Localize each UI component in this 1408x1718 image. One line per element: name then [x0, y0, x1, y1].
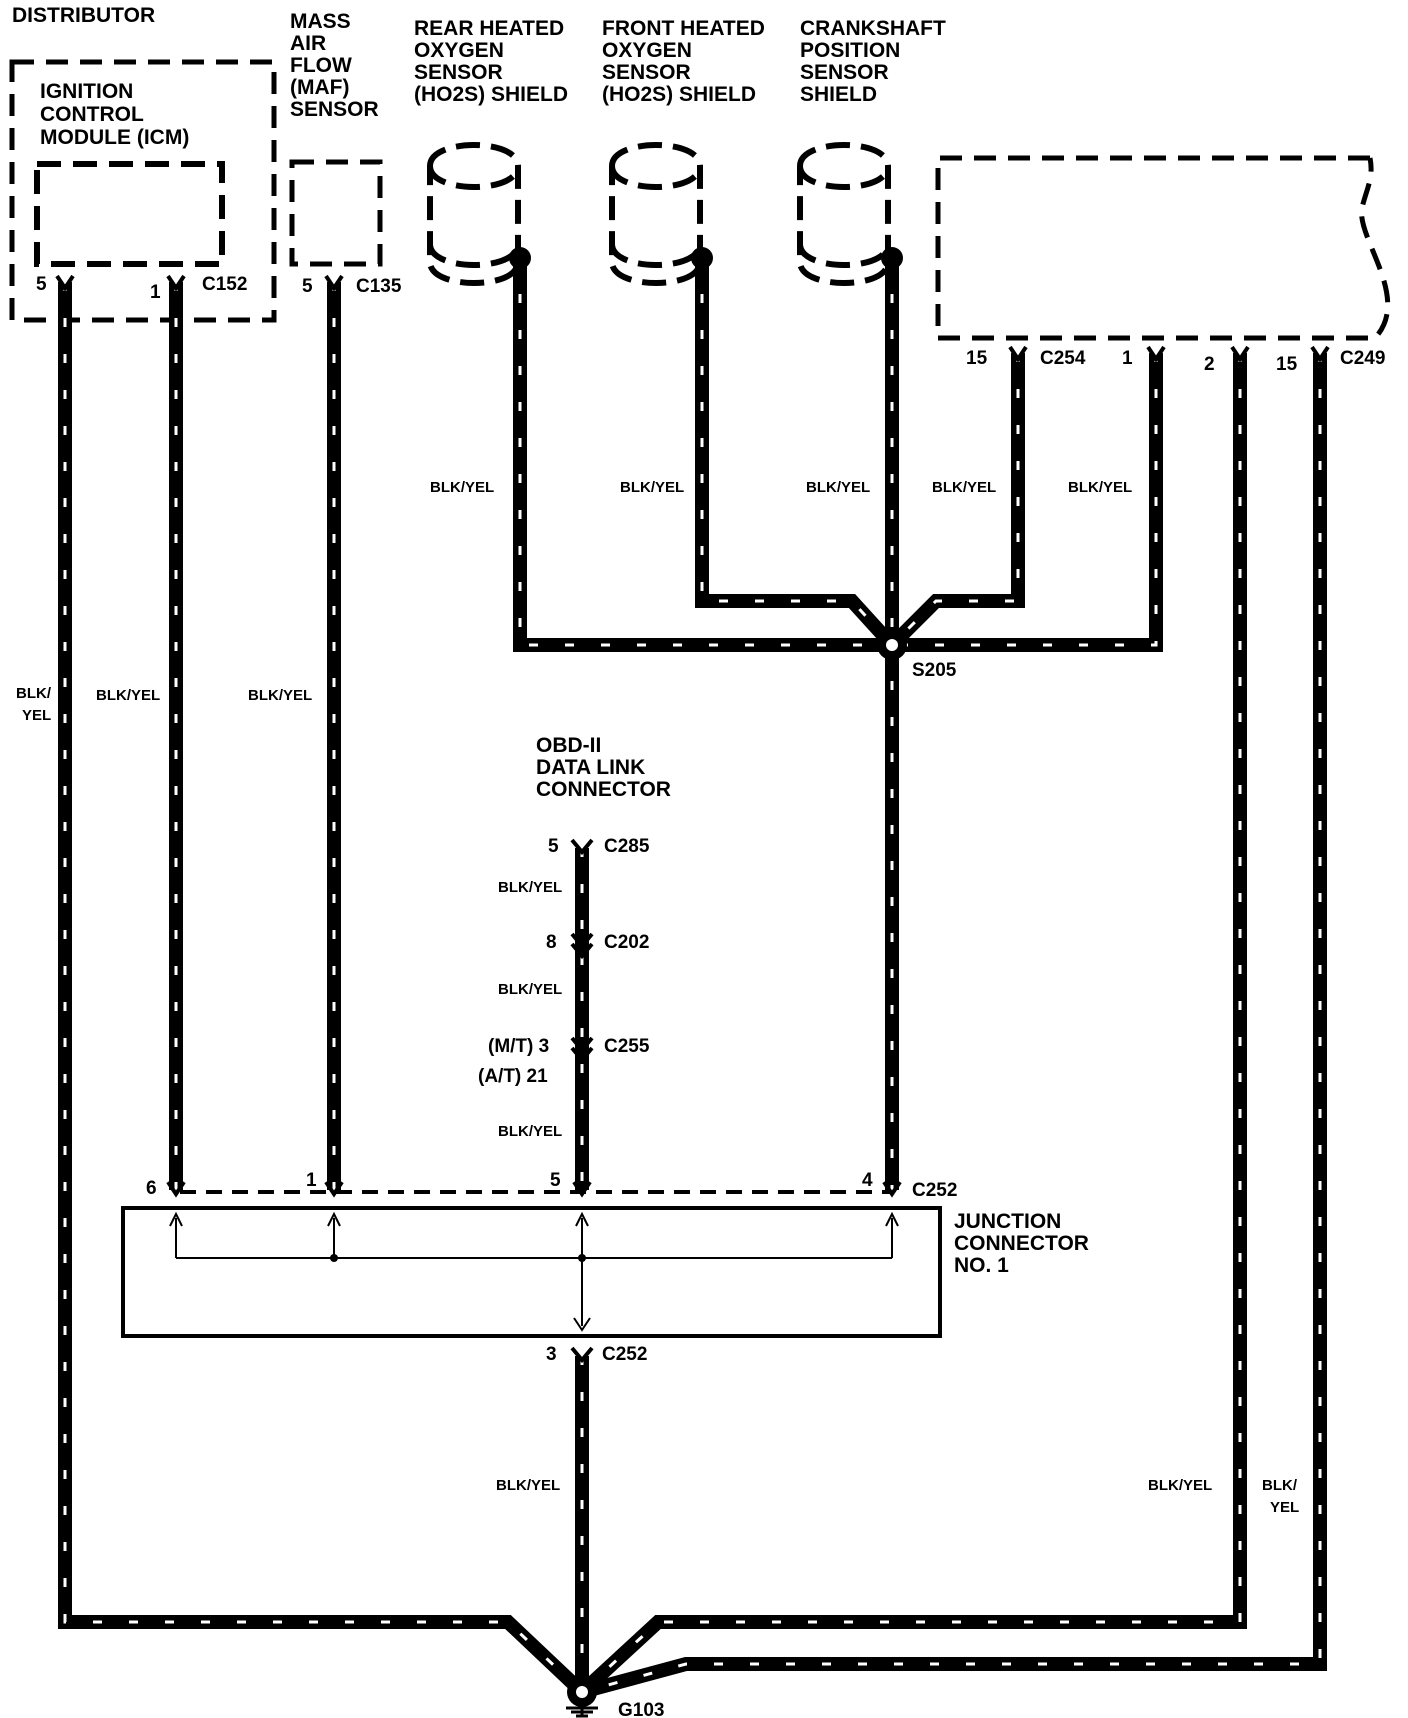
maf-sensor-label: MASS AIR FLOW (MAF) SENSOR: [290, 10, 379, 121]
pin-c202-8: 8: [546, 932, 557, 953]
pin-c249-2: 2: [1204, 354, 1215, 375]
wire-c254-15: [887, 353, 1025, 650]
pin-jc-4: 4: [862, 1170, 873, 1191]
ground-g103-label: G103: [618, 1700, 664, 1718]
front-ho2s-label: FRONT HEATED OXYGEN SENSOR (HO2S) SHIELD: [602, 17, 771, 106]
connector-c135: C135: [356, 276, 402, 297]
ignition-control-module-outline: [34, 161, 225, 267]
distributor-outline: [9, 59, 277, 323]
wire-color-c254: BLK/YEL: [932, 479, 996, 496]
pin-c254-15: 15: [966, 348, 988, 369]
wire-color-c285-c202: BLK/YEL: [498, 879, 562, 896]
junction-connector-1: [121, 1190, 942, 1338]
wire-front-ho2s: [695, 258, 898, 650]
wire-color-c255-jc: BLK/YEL: [498, 1123, 562, 1140]
pin-maf-5: 5: [302, 276, 313, 297]
wire-c249-2-to-g103: [577, 353, 1247, 1698]
pin-c249-1: 1: [1122, 348, 1133, 369]
connector-c252-top: C252: [912, 1180, 957, 1201]
splice-s205-label: S205: [912, 660, 957, 681]
wire-color-maf: BLK/YEL: [248, 687, 312, 704]
partial-component-outline: [935, 155, 1391, 341]
wire-rear-ho2s: [513, 258, 892, 652]
wire-color-c249-15: BLK/ YEL: [1262, 1477, 1301, 1516]
wire-color-rear-ho2s: BLK/YEL: [430, 479, 494, 496]
distributor-label: DISTRIBUTOR: [12, 4, 155, 27]
pin-icm-5: 5: [36, 274, 47, 295]
wire-color-icm-1: BLK/YEL: [96, 687, 160, 704]
ground-g103-icon: [566, 1677, 598, 1718]
wire-color-icm-5: BLK/ YEL: [16, 685, 55, 724]
pin-jc-3: 3: [546, 1344, 557, 1365]
pin-icm-1: 1: [150, 282, 161, 303]
connector-c285: C285: [604, 836, 650, 857]
connector-c254: C254: [1040, 348, 1086, 369]
connector-c252-bottom: C252: [602, 1344, 647, 1365]
wire-color-front-ho2s: BLK/YEL: [620, 479, 684, 496]
distributor: [9, 59, 277, 323]
rear-ho2s-shield-icon: [430, 145, 518, 283]
crankshaft-sensor-label: CRANKSHAFT POSITION SENSOR SHIELD: [800, 17, 952, 106]
obd-connector-label: OBD-II DATA LINK CONNECTOR: [536, 734, 671, 801]
wire-icm-5-to-g103: [58, 282, 587, 1698]
pin-c249-15: 15: [1276, 354, 1298, 375]
wire-color-c202-c255: BLK/YEL: [498, 981, 562, 998]
shield-terminal-dots: [509, 247, 903, 269]
wires: [58, 258, 1327, 1699]
junction-connector-label: JUNCTION CONNECTOR NO. 1: [954, 1210, 1095, 1277]
rear-ho2s-label: REAR HEATED OXYGEN SENSOR (HO2S) SHIELD: [414, 17, 570, 106]
wire-color-c249-1: BLK/YEL: [1068, 479, 1132, 496]
splice-s205: [877, 630, 907, 660]
pin-c255-at: (A/T) 21: [478, 1066, 548, 1087]
connector-c255: C255: [604, 1036, 650, 1057]
wire-color-crankshaft: BLK/YEL: [806, 479, 870, 496]
front-ho2s-shield-icon: [612, 145, 700, 283]
pin-c285-5: 5: [548, 836, 559, 857]
connector-c202: C202: [604, 932, 649, 953]
connector-c152: C152: [202, 274, 247, 295]
pin-jc-1: 1: [306, 1170, 317, 1191]
pin-c255-mt: (M/T) 3: [488, 1036, 549, 1057]
pin-jc-6: 6: [146, 1178, 157, 1199]
connector-c249: C249: [1340, 348, 1385, 369]
maf-sensor-outline: [289, 159, 383, 267]
icm-label: IGNITION CONTROL MODULE (ICM): [40, 80, 189, 149]
pin-jc-5: 5: [550, 1170, 561, 1191]
connector-terminals: [55, 274, 1330, 1364]
wire-color-jc-3: BLK/YEL: [496, 1477, 560, 1494]
wire-color-c249-2: BLK/YEL: [1148, 1477, 1212, 1494]
crankshaft-sensor-shield-icon: [800, 145, 888, 283]
